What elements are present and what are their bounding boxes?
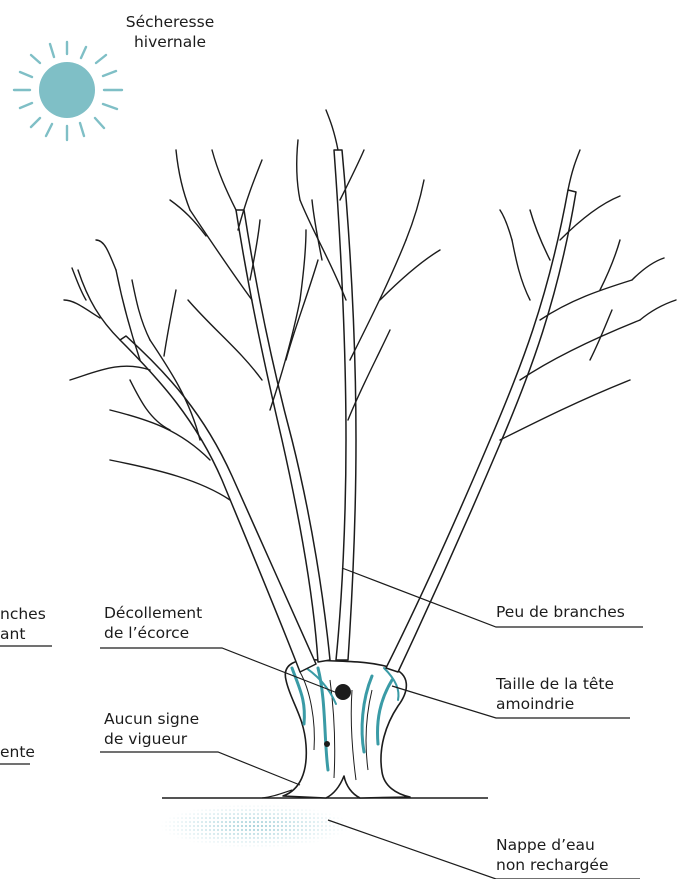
label-no-vigor: Aucun signe de vigueur — [104, 709, 199, 749]
label-water-table: Nappe d’eau non rechargée — [496, 835, 608, 875]
leader-no-vigor — [100, 752, 300, 785]
sun-icon — [14, 42, 122, 140]
label-cut-left-1: nches ant — [0, 604, 46, 644]
sun-disc — [39, 62, 95, 118]
trunk-knot-hole — [335, 684, 351, 700]
label-winter-drought: Sécheresse hivernale — [112, 12, 228, 52]
trunk — [262, 660, 410, 798]
branches — [64, 110, 676, 500]
label-few-branches: Peu de branches — [496, 602, 625, 622]
label-reduced-head: Taille de la tête amoindrie — [496, 674, 614, 714]
label-cut-left-2: ente — [0, 742, 35, 762]
water-table-haze — [160, 800, 350, 852]
small-knot — [324, 741, 330, 747]
label-bark-peeling: Décollement de l’écorce — [104, 603, 202, 643]
